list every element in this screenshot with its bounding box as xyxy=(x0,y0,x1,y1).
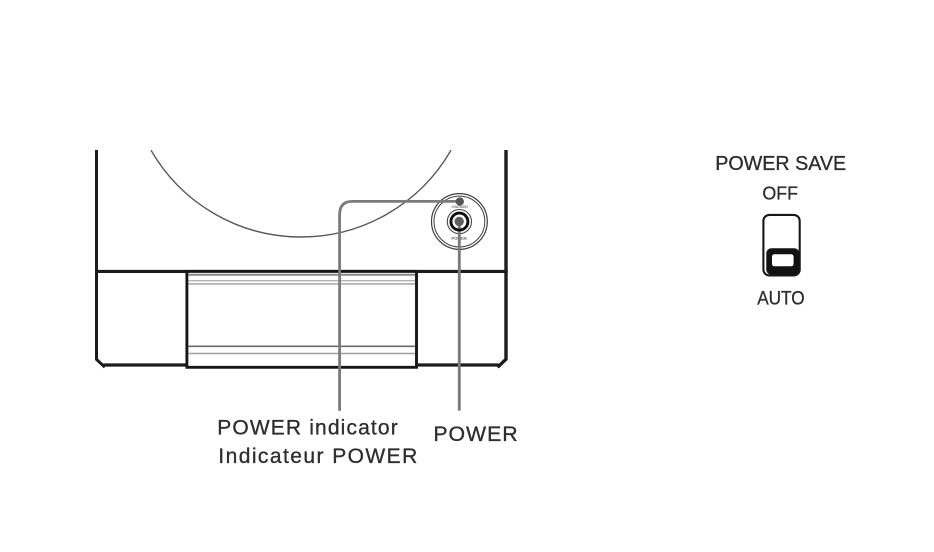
svg-text:Indicateur POWER: Indicateur POWER xyxy=(218,445,417,468)
svg-text:AUTO: AUTO xyxy=(757,287,804,309)
svg-text:POWER SAVE: POWER SAVE xyxy=(715,153,846,175)
svg-text:POWER indicator: POWER indicator xyxy=(217,417,398,440)
svg-text:ℹ ON/STANDBY: ℹ ON/STANDBY xyxy=(452,205,469,209)
svg-text:POWER: POWER xyxy=(433,422,517,446)
svg-text:OFF: OFF xyxy=(762,182,798,203)
